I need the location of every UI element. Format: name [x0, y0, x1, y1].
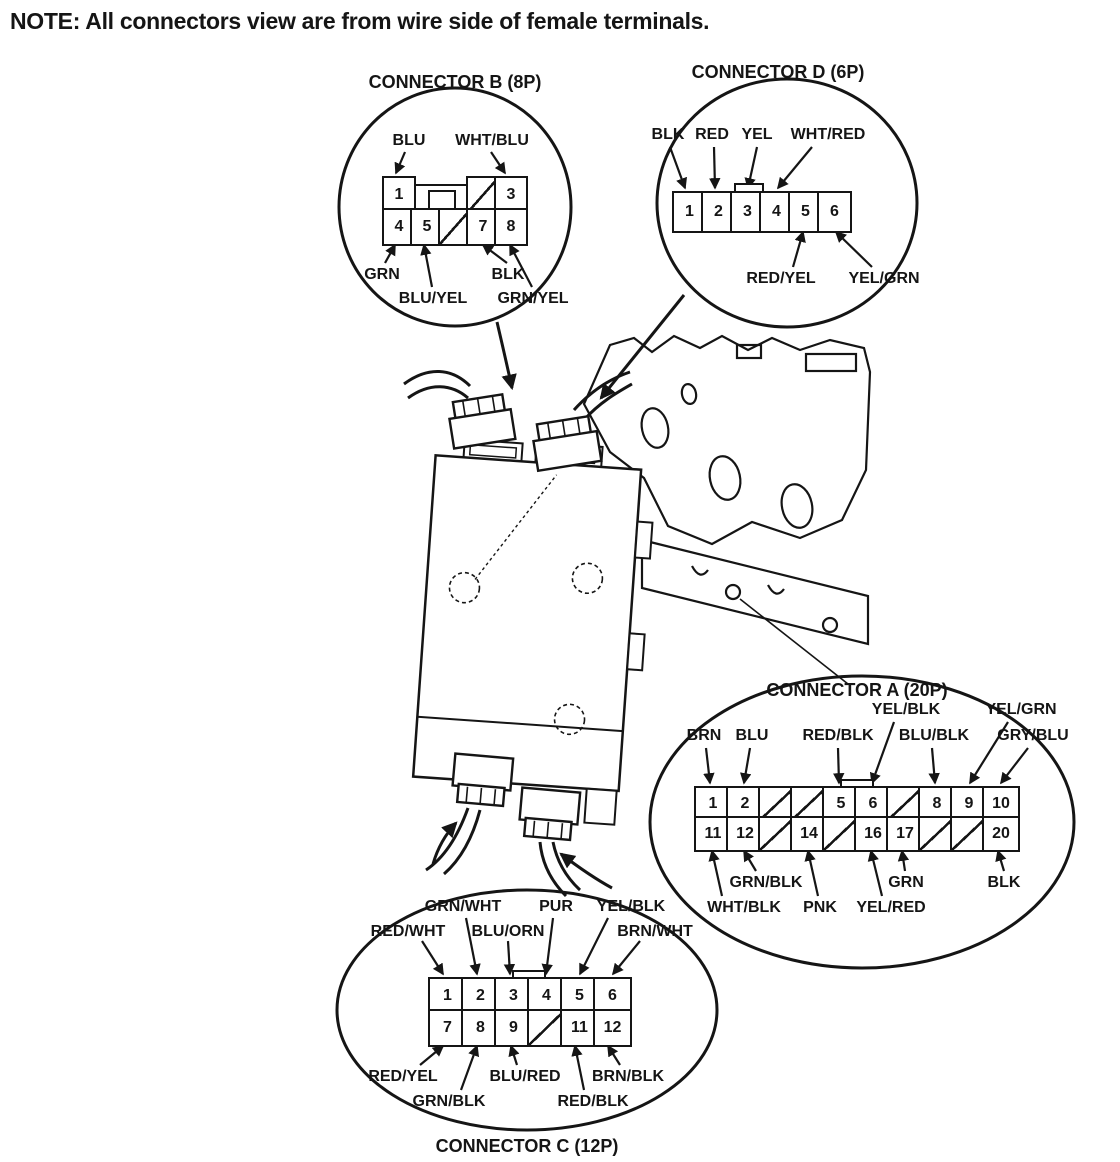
pin-cell-blank	[822, 816, 860, 852]
wire-label: RED/WHT	[370, 923, 446, 940]
wire-label: RED	[695, 126, 729, 143]
wire-label: PUR	[539, 898, 573, 915]
connector-a-callout-ellipse	[648, 674, 1076, 970]
harness-connector-bottom-right	[518, 786, 582, 842]
wire-label: WHT/RED	[790, 126, 866, 143]
wire-label: BLK	[491, 266, 525, 283]
pin-cell: 1	[428, 977, 467, 1015]
wire-label: BLU/RED	[489, 1068, 561, 1085]
wire-label: GRN/BLK	[729, 874, 803, 891]
callout-ellipses	[335, 77, 1076, 1132]
pin-cell: 8	[494, 208, 528, 246]
wire-label: GRN/YEL	[497, 290, 569, 307]
wire-label: BLU	[392, 132, 426, 149]
pin-cell: 11	[560, 1009, 599, 1047]
wire-label: RED/YEL	[368, 1068, 438, 1085]
wire-label: GRN	[888, 874, 924, 891]
connector-d-title: CONNECTOR D (6P)	[691, 62, 865, 82]
pin-cell: 8	[461, 1009, 500, 1047]
wire-label: BLU/ORN	[471, 923, 545, 940]
chassis-bracket-illustration	[582, 334, 872, 646]
wire-label: BLK	[651, 126, 685, 143]
connector-a-leader-line	[739, 598, 849, 685]
wire-label: YEL	[741, 126, 773, 143]
wire-label: BLU/YEL	[398, 290, 468, 307]
harness-connectors	[448, 392, 603, 842]
wire-label: YEL/RED	[856, 899, 926, 916]
wire-label: BRN/BLK	[592, 1068, 664, 1085]
wire-label: BLK	[987, 874, 1021, 891]
pin-cell: 11	[694, 816, 732, 852]
wire-label: GRY/BLU	[997, 727, 1069, 744]
pin-cell-blank	[950, 816, 988, 852]
pin-cell-blank	[918, 816, 956, 852]
connector-c-title: CONNECTOR C (12P)	[435, 1136, 619, 1156]
wire-label: YEL/BLK	[596, 898, 666, 915]
wire-label: YEL/GRN	[848, 270, 920, 287]
harness-connector-top-left	[448, 392, 517, 450]
pin-cell-blank	[758, 816, 796, 852]
wire-label: RED/BLK	[802, 727, 874, 744]
pin-cell: 20	[982, 816, 1020, 852]
wire-label: PNK	[803, 899, 837, 916]
wire-label: GRN	[364, 266, 400, 283]
diagram-note: NOTE: All connectors view are from wire …	[10, 8, 710, 34]
wire-label: BLU	[735, 727, 769, 744]
wire-label: WHT/BLU	[455, 132, 529, 149]
pin-cell: 14	[790, 816, 828, 852]
connector-b-title: CONNECTOR B (8P)	[368, 72, 542, 92]
connector-c-callout-ellipse	[335, 888, 719, 1132]
harness-connector-top-right	[532, 414, 603, 473]
harness-connector-bottom-left	[451, 752, 515, 808]
wire-label: YEL/GRN	[985, 701, 1057, 718]
pin-label-arrows	[384, 146, 1029, 1091]
wire-label: WHT/BLK	[707, 899, 781, 916]
wire-label: YEL/BLK	[871, 701, 941, 718]
connector-d-pin-grid: 1 2 3 4 5 6	[672, 183, 852, 233]
pin-cell: 6	[817, 191, 852, 233]
pin-cell: 7	[428, 1009, 467, 1047]
connector-a-pin-grid: 1 2 5 6 8 9 10 11 12 14 16 17 20	[694, 779, 1020, 852]
wire-label: RED/BLK	[557, 1093, 629, 1110]
connector-b-callout-ellipse	[337, 86, 573, 328]
wire-label: GRN/BLK	[412, 1093, 486, 1110]
connector-a-title: CONNECTOR A (20P)	[766, 680, 948, 700]
pin-cell: 3	[494, 176, 528, 214]
control-unit-illustration	[411, 438, 654, 826]
wire-label: BRN	[686, 727, 722, 744]
callout-leader-arrows	[431, 294, 686, 890]
pin-cell: 12	[593, 1009, 632, 1047]
connector-d-callout-ellipse	[655, 77, 919, 329]
wire-label: RED/YEL	[746, 270, 816, 287]
wire-label: GRN/WHT	[424, 898, 502, 915]
connector-c-pin-grid: 1 2 3 4 5 6 7 8 9 11 12	[428, 970, 632, 1047]
connector-a-key-tab	[840, 779, 874, 790]
wire-label: BLU/BLK	[898, 727, 970, 744]
wire-label: BRN/WHT	[617, 923, 693, 940]
connector-b-pin-grid: 1 3 4 5 7 8	[382, 176, 528, 246]
connector-c-key-tab	[512, 970, 546, 981]
